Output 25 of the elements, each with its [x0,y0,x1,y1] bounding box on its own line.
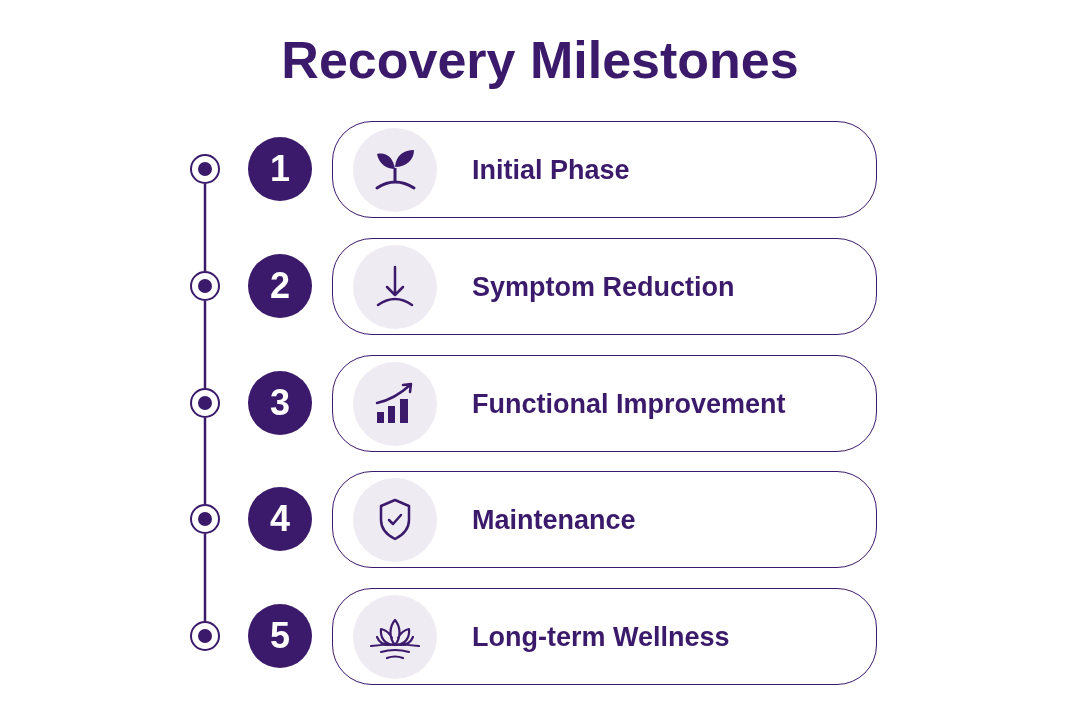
step-number: 3 [248,371,312,435]
timeline-dot [190,621,220,651]
milestone-title: Initial Phase [472,153,630,186]
title: Recovery Milestones [280,30,800,91]
milestone-title: Symptom Reduction [472,270,735,303]
milestone-card [332,471,877,568]
step-number: 5 [248,604,312,668]
timeline-dot [190,271,220,301]
timeline-line [203,418,207,504]
milestone-card [332,588,877,685]
timeline-line [203,184,207,271]
milestone-card [332,238,877,335]
timeline-dot [190,504,220,534]
timeline-dot [190,388,220,418]
step-number: 2 [248,254,312,318]
timeline-line [203,534,207,621]
step-number: 1 [248,137,312,201]
timeline-line [203,301,207,388]
milestone-title: Long-term Wellness [472,620,730,653]
milestone-title: Functional Improvement [472,387,786,420]
milestone-card [332,121,877,218]
step-number: 4 [248,487,312,551]
milestone-title: Maintenance [472,503,636,536]
timeline-dot [190,154,220,184]
milestone-card [332,355,877,452]
